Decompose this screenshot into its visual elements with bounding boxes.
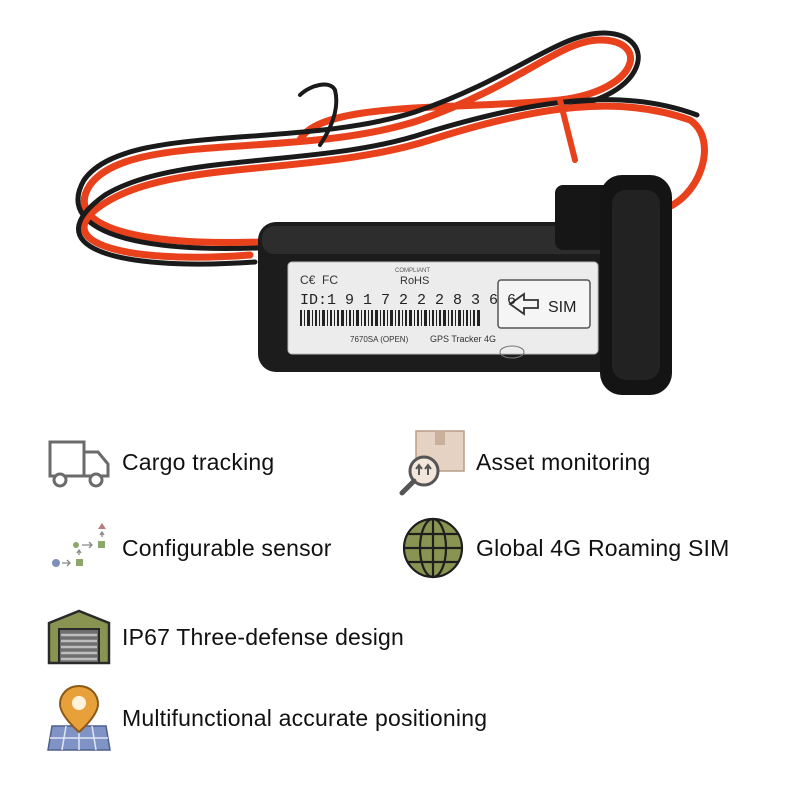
feature-cargo-tracking: Cargo tracking [44, 427, 274, 497]
gps-tracker-product-image: SIM C€ FC RoHS COMPLIANT ID:1 9 1 7 2 2 … [75, 30, 708, 395]
model-text: GPS Tracker 4G [430, 334, 496, 344]
tracker-body: SIM C€ FC RoHS COMPLIANT ID:1 9 1 7 2 2 … [258, 175, 672, 395]
feature-positioning: Multifunctional accurate positioning [44, 683, 487, 753]
feature-label: Asset monitoring [476, 448, 651, 475]
truck-icon [44, 427, 114, 497]
globe-icon [398, 513, 468, 583]
model-code-text: 7670SA (OPEN) [350, 335, 409, 344]
feature-label: Cargo tracking [122, 448, 275, 475]
feature-configurable-sensor: Configurable sensor [44, 513, 332, 583]
box-magnifier-icon [398, 427, 468, 497]
barcode [300, 310, 480, 326]
feature-ip67: IP67 Three-defense design [44, 602, 404, 672]
rohs-compliant-text: COMPLIANT [395, 268, 430, 274]
feature-label: Multifunctional accurate positioning [122, 704, 488, 731]
sim-label: SIM [548, 299, 576, 316]
device-id: ID:1 9 1 7 2 2 2 8 3 6 6 [300, 292, 516, 309]
feature-asset-monitoring: Asset monitoring [398, 427, 651, 497]
feature-label: Global 4G Roaming SIM [476, 534, 730, 561]
feature-label: IP67 Three-defense design [122, 623, 405, 650]
power-cable [75, 30, 708, 267]
sim-arrow-icon [508, 292, 539, 316]
warehouse-shield-icon [44, 602, 114, 672]
fc-mark: FC [322, 273, 338, 287]
feature-label: Configurable sensor [122, 534, 332, 561]
rohs-mark: RoHS [400, 275, 429, 287]
feature-global-sim: Global 4G Roaming SIM [398, 513, 729, 583]
map-pin-icon [44, 683, 114, 753]
ce-mark: C€ [300, 273, 316, 287]
recycle-mark [499, 345, 525, 359]
sensor-nodes-icon [44, 513, 114, 583]
